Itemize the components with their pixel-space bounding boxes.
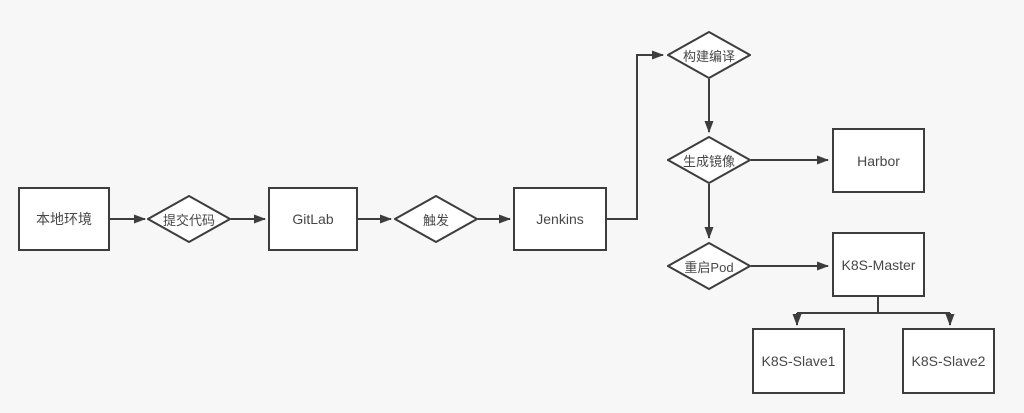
node-local-env-label: 本地环境 bbox=[36, 211, 92, 227]
diamond-shape bbox=[667, 136, 751, 184]
node-jenkins: Jenkins bbox=[513, 187, 607, 251]
node-harbor-label: Harbor bbox=[857, 152, 900, 169]
node-local-env: 本地环境 bbox=[18, 187, 110, 251]
node-restart-pod-label: 重启Pod bbox=[684, 259, 734, 275]
node-gitlab: GitLab bbox=[268, 187, 358, 251]
node-harbor: Harbor bbox=[832, 128, 925, 193]
node-commit-code: 提交代码 bbox=[147, 195, 231, 243]
node-make-image: 生成镜像 bbox=[667, 136, 751, 184]
diamond-shape bbox=[147, 195, 231, 243]
diamond-shape bbox=[667, 31, 751, 79]
node-trigger-label: 触发 bbox=[422, 212, 449, 228]
diamond-shape bbox=[394, 195, 478, 243]
node-restart-pod: 重启Pod bbox=[667, 242, 751, 290]
node-jenkins-label: Jenkins bbox=[536, 211, 584, 227]
node-k8s-slave2-label: K8S-Slave2 bbox=[911, 353, 986, 369]
node-gitlab-label: GitLab bbox=[292, 211, 334, 227]
node-trigger: 触发 bbox=[394, 195, 478, 243]
node-k8s-slave1: K8S-Slave1 bbox=[752, 328, 845, 394]
node-commit-code-label: 提交代码 bbox=[162, 212, 215, 228]
node-k8s-slave2: K8S-Slave2 bbox=[902, 328, 995, 394]
node-make-image-label: 生成镜像 bbox=[682, 153, 735, 169]
node-k8s-master: K8S-Master bbox=[832, 232, 925, 297]
diamond-shape bbox=[667, 242, 751, 290]
node-k8s-slave1-label: K8S-Slave1 bbox=[761, 353, 836, 369]
node-k8s-master-label: K8S-Master bbox=[841, 256, 916, 273]
node-build-compile: 构建编译 bbox=[667, 31, 751, 79]
node-build-compile-label: 构建编译 bbox=[682, 48, 735, 64]
